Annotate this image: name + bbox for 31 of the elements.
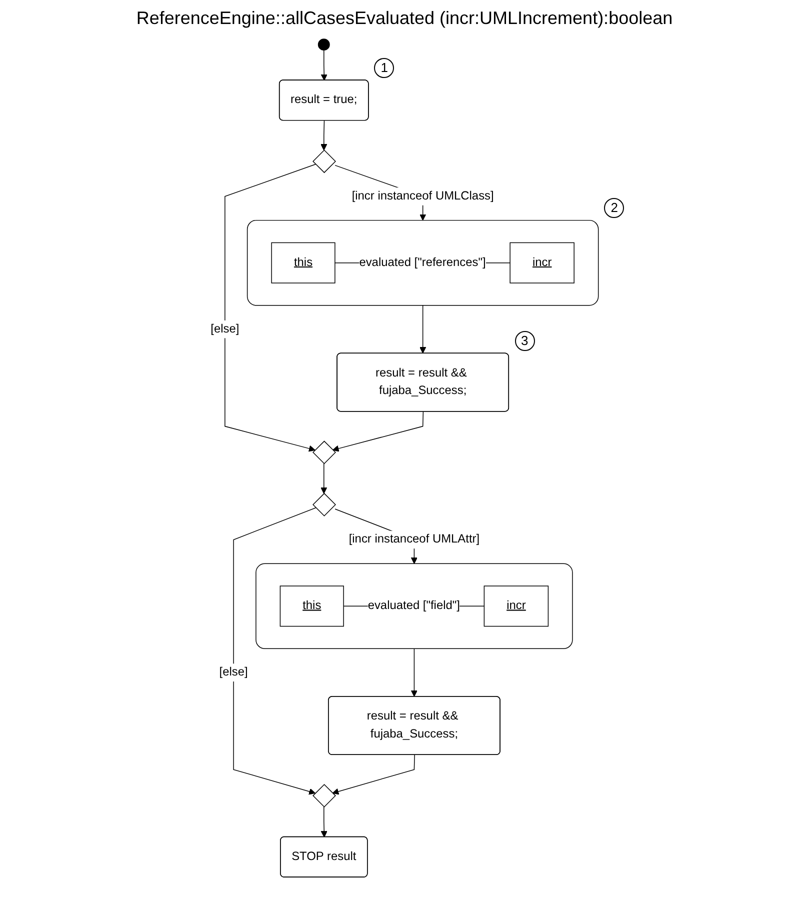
arrow: [320, 806, 328, 838]
node-diamond: [312, 492, 336, 516]
edge-label: [else]: [210, 322, 240, 336]
edge-label: [incr instanceof UMLAttr]: [348, 533, 480, 546]
arrow: [233, 507, 316, 795]
arrow: [410, 648, 418, 697]
node-diamond: [312, 440, 336, 464]
callout-number: 3: [514, 331, 535, 352]
arrow: [420, 305, 426, 354]
edge-label: evaluated ["references"]: [359, 256, 486, 269]
node-box: incr: [484, 586, 549, 627]
arrow: [332, 411, 424, 452]
arrow: [224, 164, 316, 452]
node-diamond: [312, 784, 336, 808]
node-box: incr: [510, 242, 574, 284]
node-box: this: [271, 242, 336, 284]
diagram-title: ReferenceEngine::allCasesEvaluated (incr:UMLIncrement):boolean: [135, 8, 674, 29]
node-circle: [318, 38, 330, 51]
arrow: [320, 463, 328, 494]
cluster: [246, 220, 599, 306]
node-box: this: [280, 586, 344, 627]
node-diamond: [312, 150, 336, 174]
edge-label: [else]: [219, 666, 248, 679]
callout-number: 1: [374, 58, 394, 78]
edge-label: evaluated ["field"]: [368, 599, 460, 612]
arrow: [332, 754, 415, 795]
callout-number: 2: [604, 198, 624, 218]
arrow: [320, 120, 328, 150]
edge-label: [incr instanceof UMLClass]: [352, 190, 494, 202]
cluster: [256, 563, 573, 650]
arrow: [320, 50, 328, 81]
